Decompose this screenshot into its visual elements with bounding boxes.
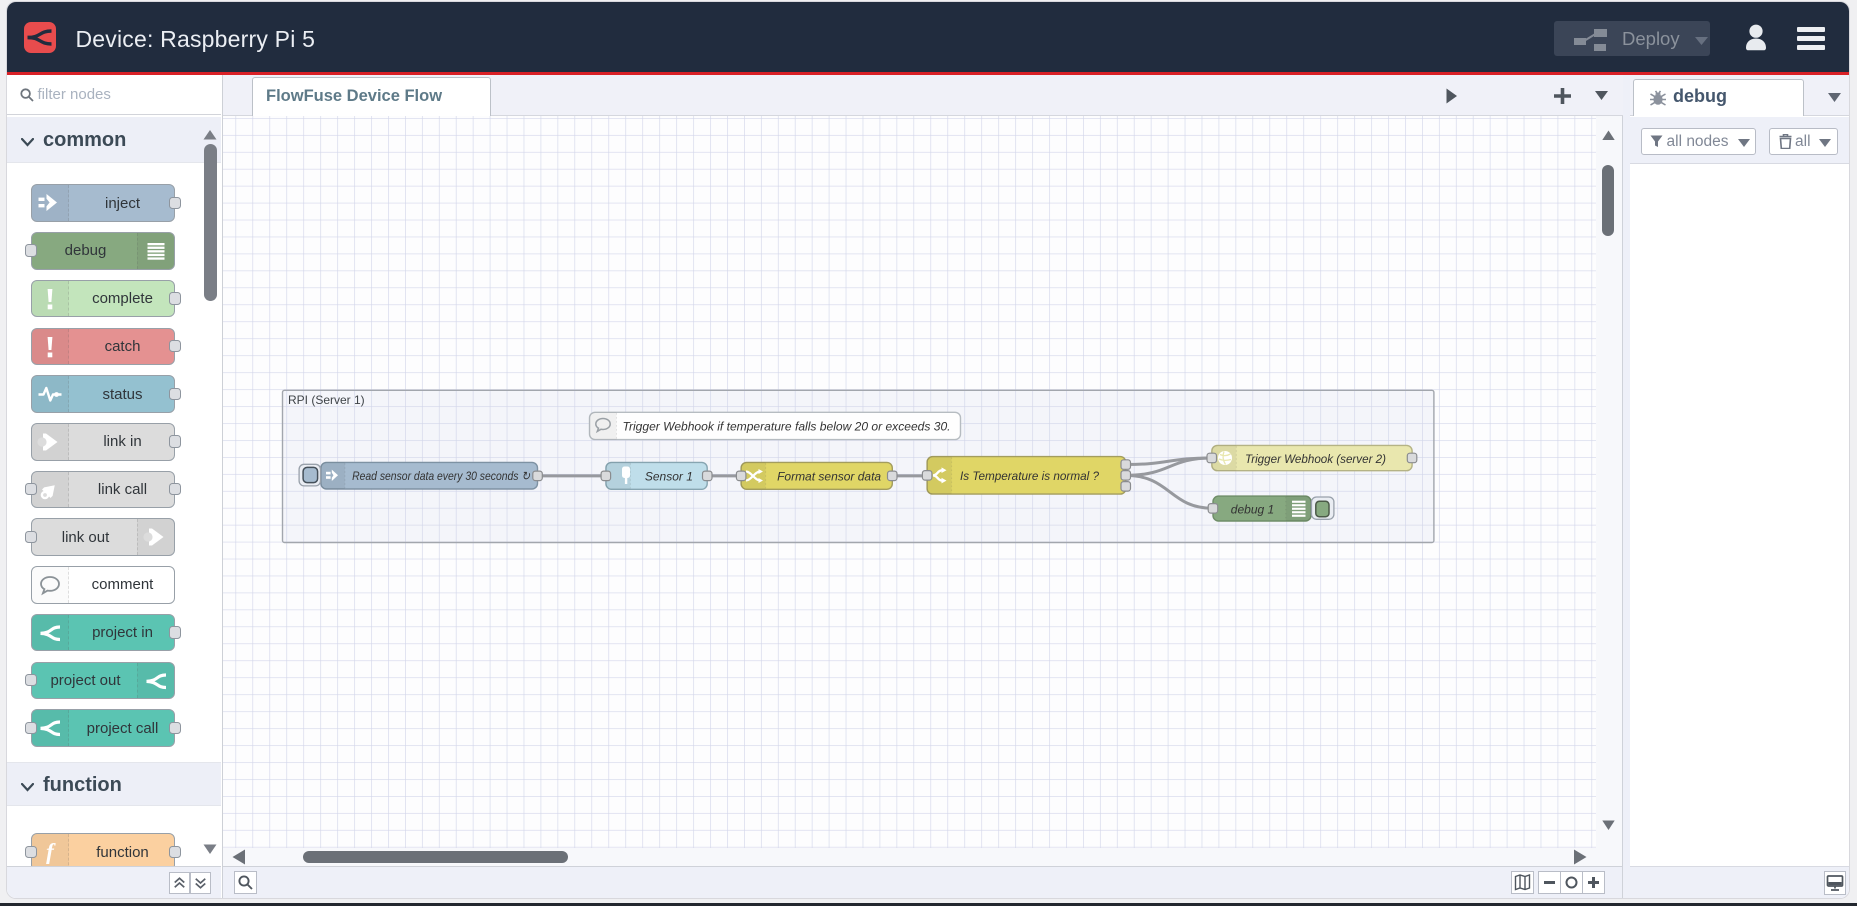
svg-text:Trigger Webhook if temperature: Trigger Webhook if temperature falls bel…: [622, 420, 950, 434]
svg-text:Read sensor data every 30 seco: Read sensor data every 30 seconds ↻: [352, 469, 531, 483]
svg-text:debug 1: debug 1: [1230, 503, 1273, 517]
svg-text:f: f: [46, 839, 56, 864]
svg-text:Trigger Webhook (server 2): Trigger Webhook (server 2): [1245, 452, 1386, 466]
svg-text:Is Temperature is normal ?: Is Temperature is normal ?: [960, 469, 1099, 483]
svg-text:RPI (Server 1): RPI (Server 1): [288, 393, 365, 407]
svg-text:Format sensor data: Format sensor data: [777, 469, 881, 483]
svg-text:Sensor 1: Sensor 1: [644, 469, 692, 483]
